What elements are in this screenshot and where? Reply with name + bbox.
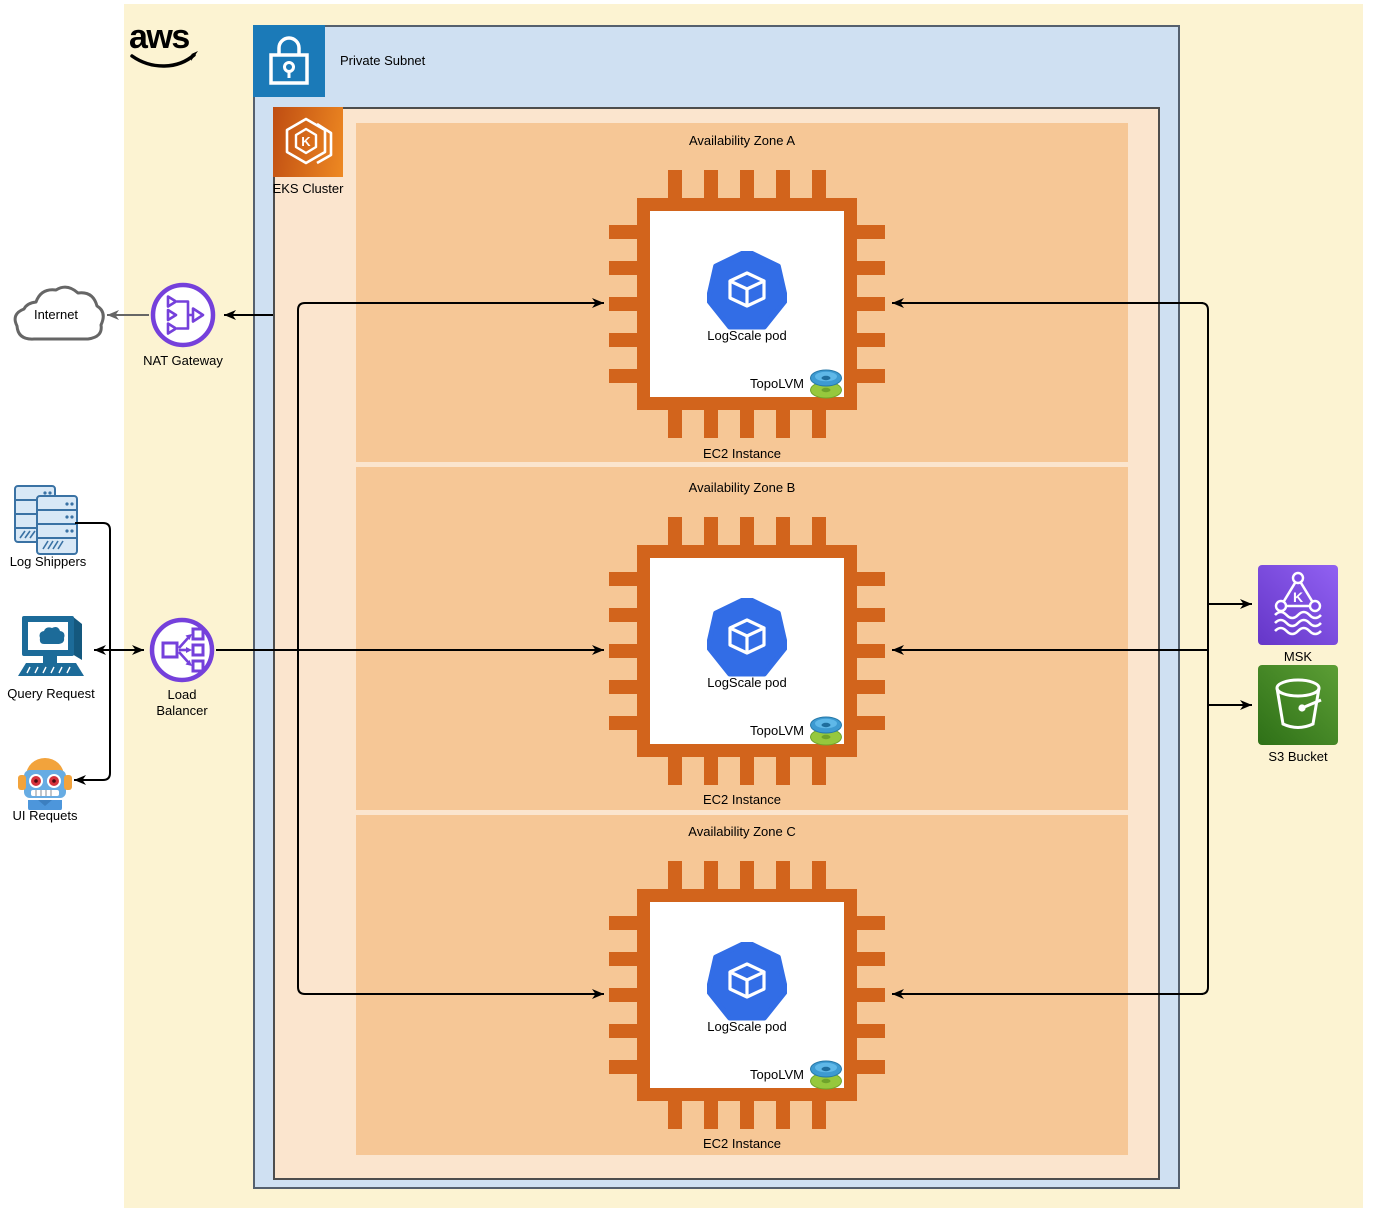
topolvm-group: TopoLVM bbox=[750, 1057, 843, 1091]
ec2-instance-label-a: EC2 Instance bbox=[702, 446, 782, 461]
log-shippers-icon bbox=[14, 485, 78, 555]
msk-icon-letter: K bbox=[1293, 589, 1303, 605]
logscale-pod-label: LogScale pod bbox=[707, 328, 787, 343]
ec2-chip-frame-icon bbox=[609, 861, 885, 1129]
aws-logo-icon: aws bbox=[129, 18, 198, 68]
aws-smile-swoosh bbox=[130, 53, 196, 68]
lock-icon bbox=[269, 36, 309, 85]
eks-cluster-label: EKS Cluster bbox=[272, 181, 344, 196]
nat-gateway-icon bbox=[150, 282, 216, 348]
logscale-pod-label: LogScale pod bbox=[707, 675, 787, 690]
ec2-instance-label-c: EC2 Instance bbox=[702, 1136, 782, 1151]
ui-requests-robot-icon bbox=[18, 758, 72, 810]
zone-c-label: Availability Zone C bbox=[688, 824, 796, 839]
log-shippers-label: Log Shippers bbox=[9, 554, 87, 569]
query-request-icon bbox=[18, 616, 84, 676]
topolvm-disks-icon bbox=[810, 1060, 842, 1090]
ec2-instance-chip-a: LogScale pod TopoLVM bbox=[609, 170, 885, 438]
eks-icon-letter: K bbox=[301, 134, 311, 149]
s3-bucket-label: S3 Bucket bbox=[1268, 749, 1328, 764]
eks-icon: K bbox=[285, 117, 333, 165]
aws-smile-arrow-tip bbox=[191, 51, 198, 61]
topolvm-label: TopoLVM bbox=[750, 1066, 804, 1082]
topolvm-disks-icon bbox=[810, 369, 842, 399]
kubernetes-pod-icon bbox=[707, 251, 787, 330]
query-request-label: Query Request bbox=[7, 686, 95, 701]
load-balancer-icon bbox=[149, 617, 215, 683]
eks-cluster-header: K bbox=[273, 107, 343, 177]
zone-a-label: Availability Zone A bbox=[689, 133, 795, 148]
private-subnet-header bbox=[253, 25, 325, 97]
msk-icon: K bbox=[1258, 565, 1338, 645]
ui-requests-label: UI Requets bbox=[12, 808, 78, 823]
zone-b-label: Availability Zone B bbox=[688, 480, 796, 495]
kubernetes-pod-icon bbox=[707, 942, 787, 1021]
private-subnet-label: Private Subnet bbox=[340, 53, 426, 68]
internet-label: Internet bbox=[33, 307, 79, 322]
aws-logo-text: aws bbox=[129, 18, 189, 56]
ec2-instance-label-b: EC2 Instance bbox=[702, 792, 782, 807]
ec2-instance-chip-c: LogScale pod TopoLVM bbox=[609, 861, 885, 1129]
ec2-instance-chip-b: LogScale pod TopoLVM bbox=[609, 517, 885, 785]
nat-gateway-label: NAT Gateway bbox=[143, 353, 223, 368]
topolvm-group: TopoLVM bbox=[750, 713, 843, 747]
msk-label: MSK bbox=[1283, 649, 1313, 664]
topolvm-label: TopoLVM bbox=[750, 375, 804, 391]
logscale-pod-label: LogScale pod bbox=[707, 1019, 787, 1034]
kubernetes-pod-icon bbox=[707, 598, 787, 677]
topolvm-group: TopoLVM bbox=[750, 366, 843, 400]
topolvm-disks-icon bbox=[810, 716, 842, 746]
topolvm-label: TopoLVM bbox=[750, 722, 804, 738]
s3-bucket-icon bbox=[1258, 665, 1338, 745]
internet-cloud-icon bbox=[13, 285, 105, 341]
